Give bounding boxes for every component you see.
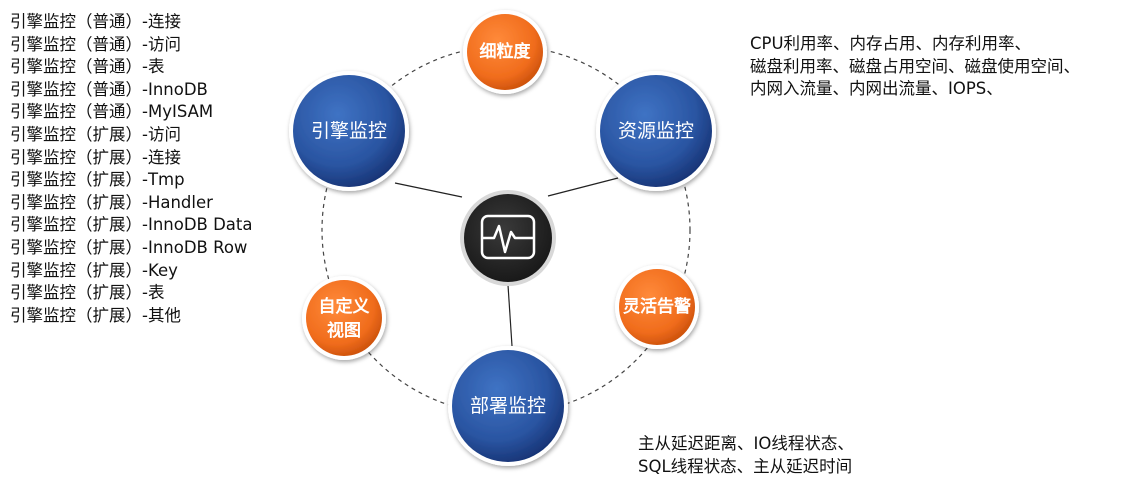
node-fine-grain: 细粒度 (463, 10, 547, 94)
node-label-resource: 资源监控 (618, 120, 694, 142)
node-label-engine: 引擎监控 (311, 120, 387, 142)
text-line: 内网入流量、内网出流量、IOPS、 (750, 79, 1003, 98)
node-engine-monitor: 引擎监控 (289, 71, 409, 191)
text-line: SQL线程状态、主从延迟时间 (638, 456, 853, 476)
node-custom-view: 自定义 视图 (302, 276, 386, 360)
deploy-metrics-text: 主从延迟距离、IO线程状态、 SQL线程状态、主从延迟时间 (638, 433, 854, 478)
list-item: 引擎监控（扩展）-其他 (10, 305, 181, 325)
text-line: CPU利用率、内存占用、内存利用率、 (750, 34, 1032, 53)
connector-line (507, 284, 513, 347)
node-label-custom-line2: 视图 (327, 320, 361, 341)
list-item: 引擎监控（普通）-表 (10, 57, 165, 77)
list-item: 引擎监控（扩展）-Tmp (10, 170, 185, 190)
list-item: 引擎监控（扩展）-Handler (10, 192, 213, 212)
resource-metrics-text: CPU利用率、内存占用、内存利用率、 磁盘利用率、磁盘占用空间、磁盘使用空间、 … (750, 33, 1080, 101)
list-item: 引擎监控（普通）-InnoDB (10, 79, 208, 99)
node-label-custom-line1: 自定义 (319, 296, 370, 317)
list-item: 引擎监控（普通）-访问 (10, 34, 181, 54)
node-deploy-monitor: 部署监控 (448, 346, 568, 466)
list-item: 引擎监控（扩展）-Key (10, 260, 178, 280)
text-line: 磁盘利用率、磁盘占用空间、磁盘使用空间、 (750, 56, 1080, 76)
list-item: 引擎监控（扩展）-表 (10, 283, 165, 303)
list-item: 引擎监控（普通）-MyISAM (10, 102, 214, 122)
text-line: 主从延迟距离、IO线程状态、 (638, 434, 854, 453)
list-item: 引擎监控（扩展）-连接 (10, 147, 181, 167)
node-label-alert: 灵活告警 (623, 296, 691, 317)
node-resource-monitor: 资源监控 (596, 71, 716, 191)
engine-metrics-list: 引擎监控（普通）-连接 引擎监控（普通）-访问 引擎监控（普通）-表 引擎监控（… (10, 11, 253, 327)
list-item: 引擎监控（扩展）-InnoDB Row (10, 237, 248, 257)
node-label-deploy: 部署监控 (470, 395, 546, 417)
node-flexible-alert: 灵活告警 (615, 265, 699, 349)
node-label-fine-grain: 细粒度 (480, 41, 532, 62)
connector-line (547, 177, 619, 197)
list-item: 引擎监控（普通）-连接 (10, 12, 181, 31)
center-monitor-icon (460, 190, 556, 286)
list-item: 引擎监控（扩展）-访问 (10, 124, 181, 144)
list-item: 引擎监控（扩展）-InnoDB Data (10, 215, 253, 235)
connector-line (394, 182, 463, 198)
